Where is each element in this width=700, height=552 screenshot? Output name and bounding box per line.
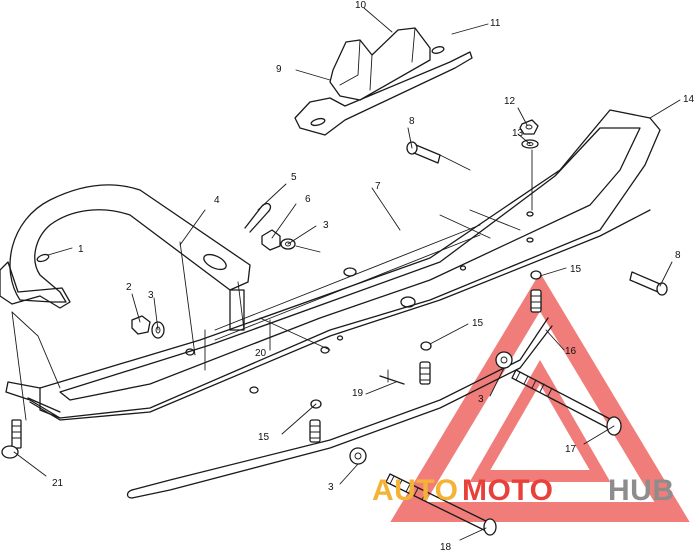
washer-3-mid <box>495 351 513 369</box>
bumper-1 <box>0 261 71 309</box>
callout-18: 18 <box>440 542 452 552</box>
callout-20: 20 <box>255 348 267 359</box>
callout-5: 5 <box>291 172 297 183</box>
callout-8-upper: 8 <box>409 116 415 127</box>
pin-19 <box>379 369 405 385</box>
callout-3-left: 3 <box>148 290 154 301</box>
watermark-logo <box>390 272 690 522</box>
callout-1: 1 <box>78 244 84 255</box>
ski-loop-handle <box>9 184 251 356</box>
bolt-8-right <box>629 271 668 296</box>
stud-15-mid <box>419 341 432 385</box>
leader-lines <box>11 7 681 541</box>
callout-16: 16 <box>565 346 577 357</box>
callout-11: 11 <box>490 18 501 29</box>
bolt-8-upper <box>406 141 441 164</box>
callout-12: 12 <box>504 96 516 107</box>
watermark-hub: HUB <box>608 474 675 507</box>
callout-15-left: 15 <box>258 432 270 443</box>
ski-body <box>5 109 661 421</box>
callout-3-mid: 3 <box>478 394 484 405</box>
callout-9: 9 <box>276 64 282 75</box>
watermark-text: AUTO MOTO HUB <box>372 474 675 507</box>
callout-4: 4 <box>214 195 220 206</box>
callout-15-mid: 15 <box>472 318 484 329</box>
watermark-triangle-inner <box>469 359 611 482</box>
watermark-moto: MOTO <box>462 474 553 507</box>
callout-15-right: 15 <box>570 264 582 275</box>
callout-17: 17 <box>565 444 577 455</box>
saddle-bracket <box>294 27 473 136</box>
stud-15-left <box>309 399 322 443</box>
callout-labels: 1 2 3 3 3 3 4 5 6 7 8 8 9 10 11 12 13 14… <box>52 0 695 552</box>
callout-3-upper: 3 <box>323 220 329 231</box>
callout-10: 10 <box>355 0 367 11</box>
callout-6: 6 <box>305 194 311 205</box>
callout-21: 21 <box>52 478 64 489</box>
stud-15-right <box>530 270 542 313</box>
watermark-triangle-outer <box>390 272 690 522</box>
washer-3-low <box>349 447 367 465</box>
watermark-auto: AUTO <box>372 474 458 507</box>
bolt-17 <box>511 369 622 436</box>
wear-bar <box>126 317 553 499</box>
nut-6 <box>261 229 281 251</box>
plate-20 <box>229 289 245 331</box>
callout-8-right: 8 <box>675 250 681 261</box>
cotter-pin-5 <box>244 202 272 233</box>
callout-2: 2 <box>126 282 132 293</box>
nut-2 <box>131 315 151 335</box>
callout-7: 7 <box>375 181 381 192</box>
bolt-18 <box>385 473 497 536</box>
bolt-21 <box>1 419 22 459</box>
callout-3-low: 3 <box>328 482 334 493</box>
callout-19: 19 <box>352 388 364 399</box>
callout-14: 14 <box>683 94 695 105</box>
callout-13: 13 <box>512 128 524 139</box>
nut-12 <box>519 119 539 135</box>
